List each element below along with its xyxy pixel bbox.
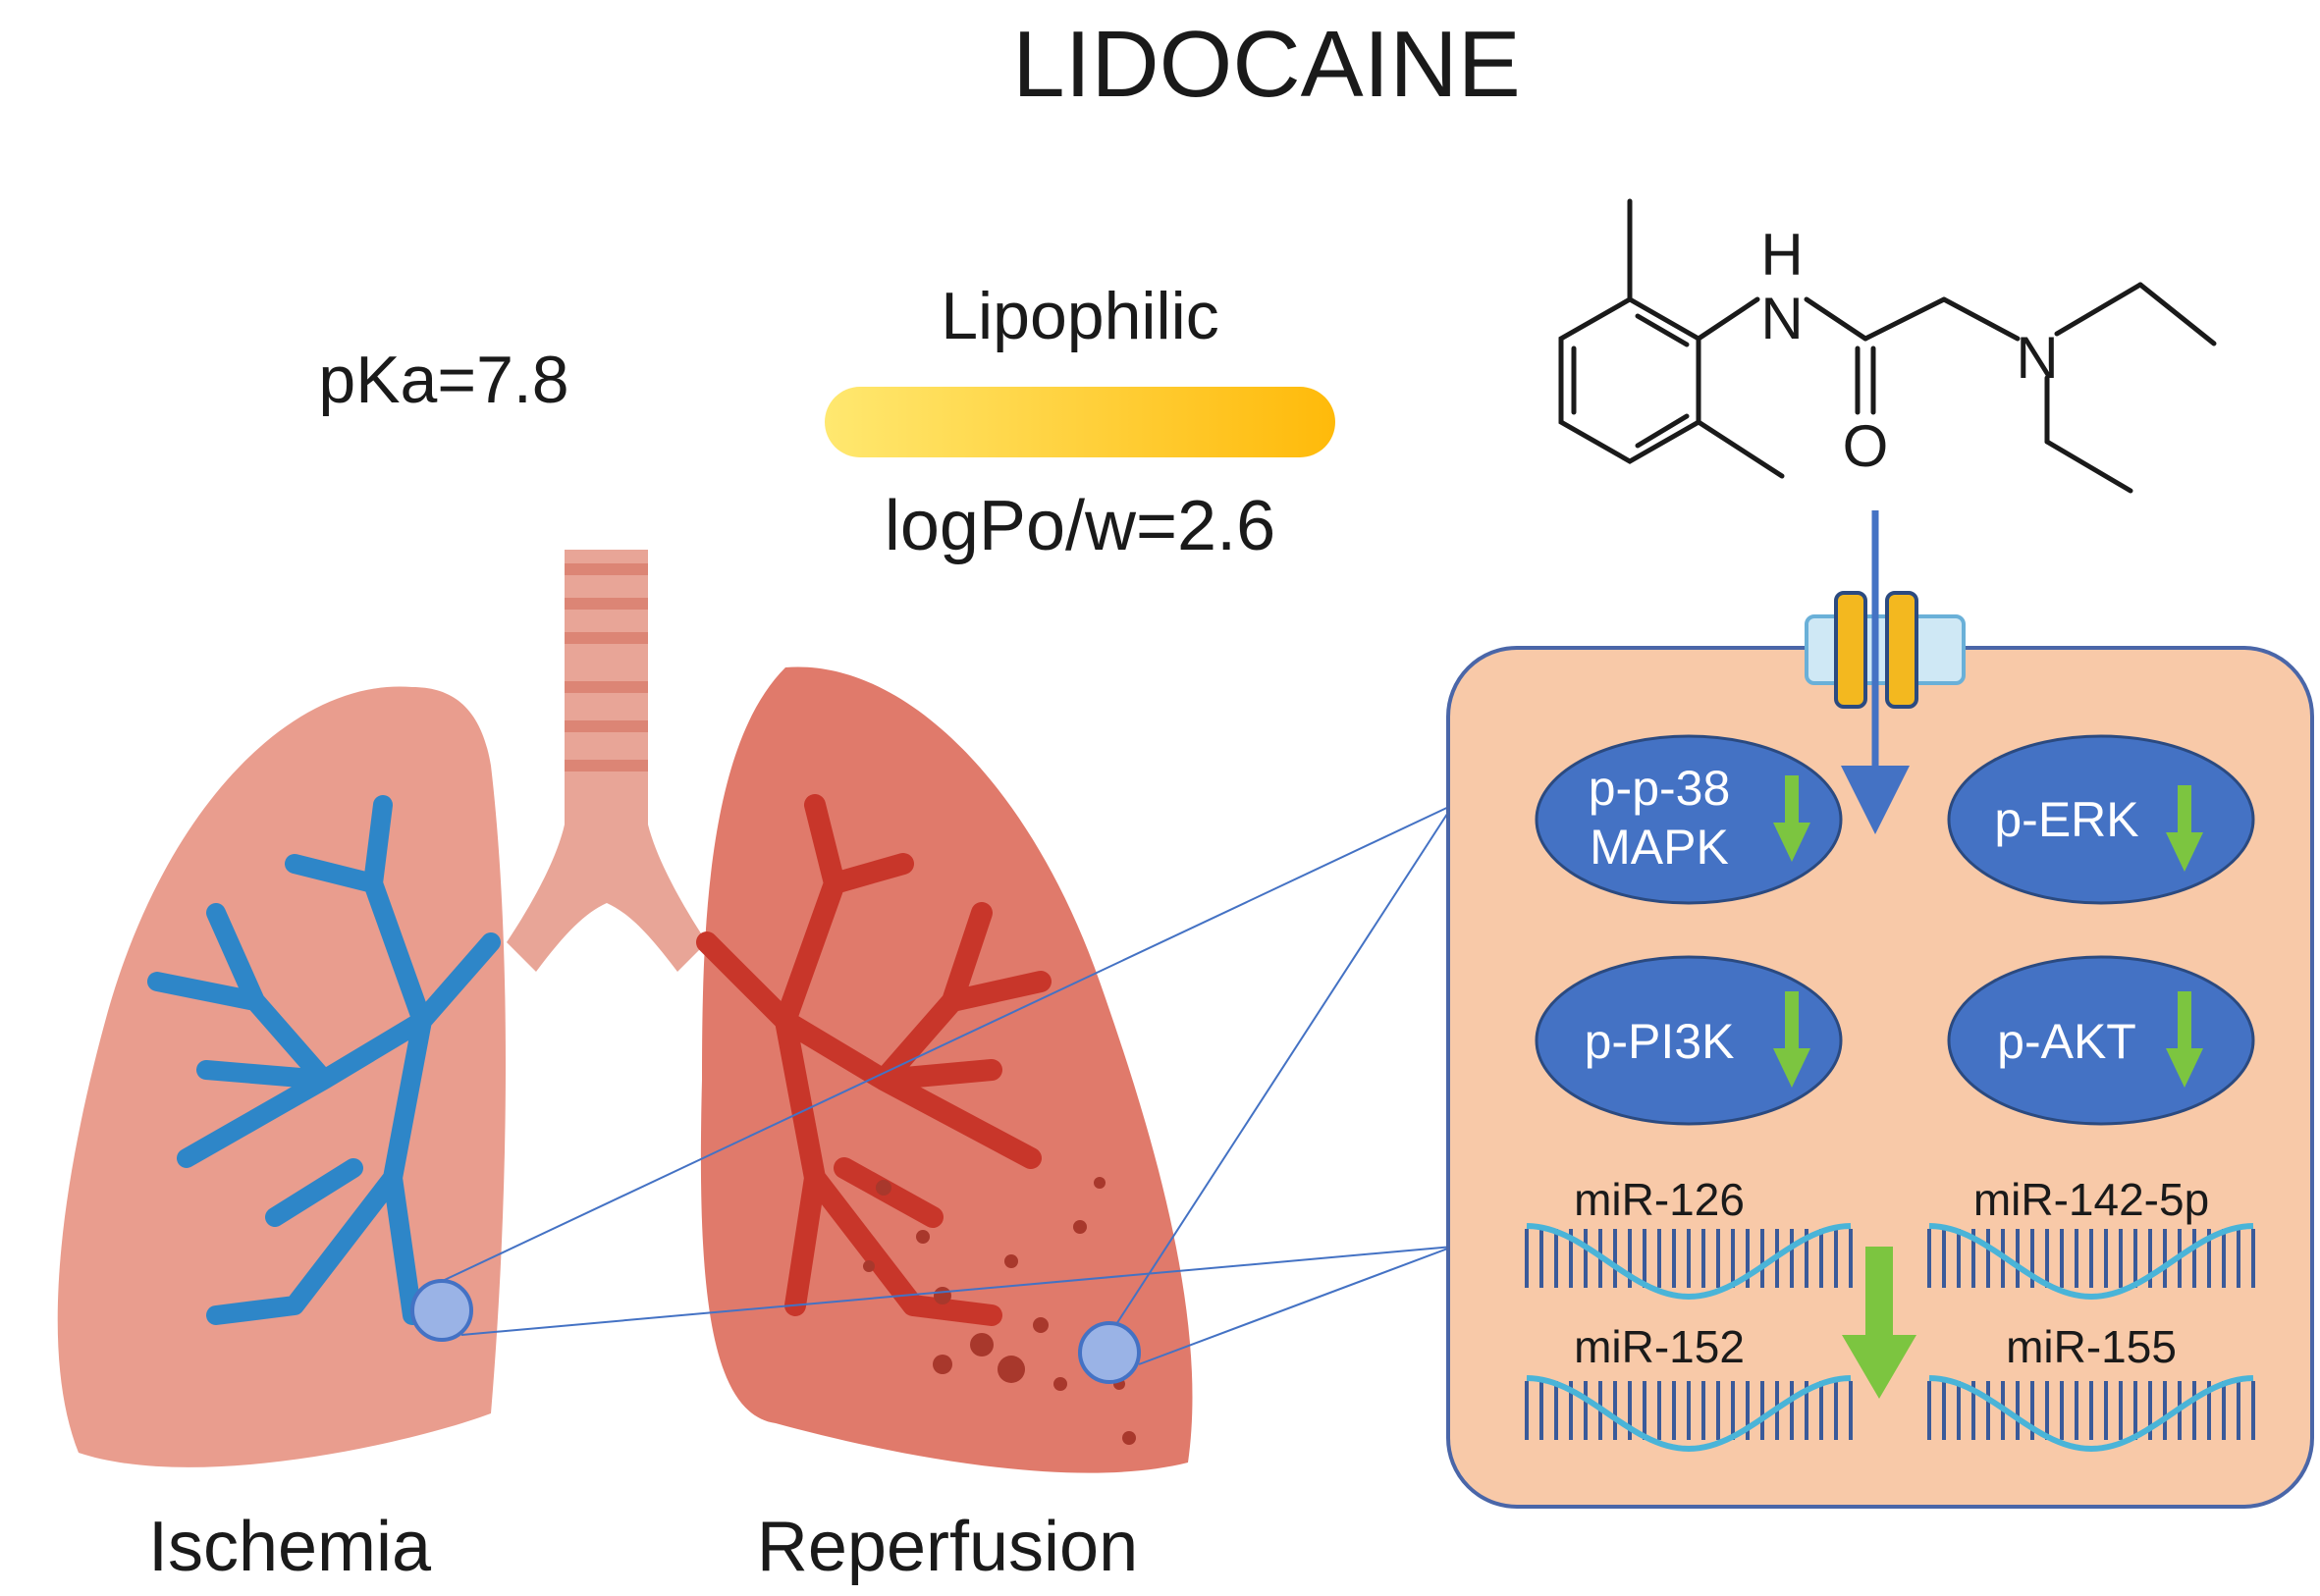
- mirna-155-label: miR-155: [2006, 1321, 2177, 1372]
- rna-strand: [1525, 1375, 1853, 1453]
- lidocaine-structure: [1558, 198, 2217, 494]
- rna-strand: [1927, 1223, 2255, 1301]
- atom-n-amide: N: [1760, 286, 1803, 351]
- akt-label: p-AKT: [1997, 1014, 2136, 1069]
- rna-strand: [1525, 1223, 1853, 1301]
- atom-o: O: [1843, 413, 1889, 479]
- down-arrow-icon: [2166, 785, 2203, 872]
- reperfusion-zoom-circle: [1078, 1321, 1141, 1384]
- lipophilic-label: Lipophilic: [941, 279, 1219, 353]
- down-arrow-icon: [1773, 775, 1810, 862]
- down-arrow-icon: [1773, 991, 1810, 1088]
- zoom-lines: [431, 804, 1454, 1365]
- rna-backbone: [1928, 1375, 2254, 1453]
- p38-line2: MAPK: [1590, 820, 1729, 875]
- reperfusion-label: Reperfusion: [757, 1508, 1138, 1586]
- rna-backbone: [1928, 1223, 2254, 1301]
- trachea: [507, 550, 707, 972]
- left-bronchi: [147, 795, 501, 1325]
- protein-erk: p-ERK: [1947, 734, 2255, 905]
- protein-pi3k: p-PI3K: [1535, 955, 1843, 1126]
- protein-akt: p-AKT: [1947, 955, 2255, 1126]
- atom-n-amine: N: [2016, 325, 2058, 391]
- right-vessels: [696, 794, 1052, 1326]
- ischemia-zoom-circle: [410, 1279, 473, 1342]
- ischemia-label: Ischemia: [148, 1508, 432, 1586]
- pi3k-label: p-PI3K: [1585, 1014, 1735, 1069]
- mirna-126-label: miR-126: [1574, 1174, 1745, 1225]
- right-lung: [696, 666, 1193, 1473]
- pka-label: pKa=7.8: [318, 343, 568, 417]
- p38-line1: p-p-38: [1589, 761, 1731, 816]
- protein-p38: p-p-38 MAPK: [1535, 734, 1843, 905]
- rna-strand: [1927, 1375, 2255, 1453]
- down-arrow-icon: [2166, 991, 2203, 1088]
- left-lung: [57, 686, 506, 1467]
- rna-backbone: [1526, 1375, 1852, 1453]
- mirna-down-arrow-icon: [1842, 1247, 1916, 1399]
- lipophilic-bar: [825, 387, 1335, 457]
- title: LIDOCAINE: [1012, 12, 1520, 117]
- erk-label: p-ERK: [1994, 792, 2138, 847]
- atom-h: H: [1760, 222, 1803, 288]
- mirna-142-label: miR-142-5p: [1973, 1174, 2209, 1225]
- rna-backbone: [1526, 1223, 1852, 1301]
- logp-label: logPo/w=2.6: [885, 487, 1275, 565]
- membrane-channel: [1805, 591, 1966, 709]
- mirna-152-label: miR-152: [1574, 1321, 1745, 1372]
